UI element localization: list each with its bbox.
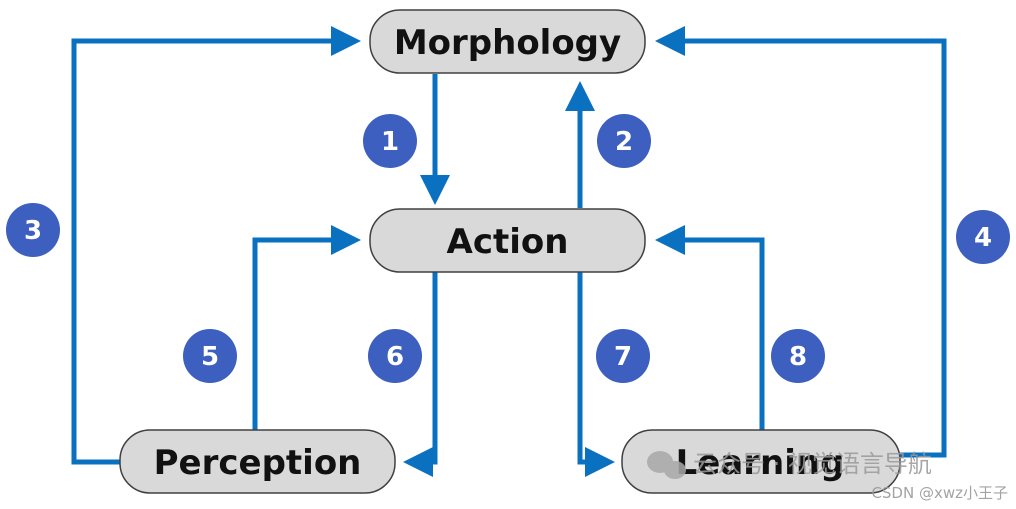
badge-1: 1 bbox=[363, 114, 417, 168]
badge-2: 2 bbox=[597, 114, 651, 168]
watermark: 云众号 · 视觉语言导航 CSDN @xwz小王子 bbox=[647, 450, 1008, 502]
badge-5-label: 5 bbox=[201, 342, 219, 372]
node-morphology: Morphology bbox=[369, 9, 646, 74]
badge-7-label: 7 bbox=[614, 342, 632, 372]
node-learning: Learning bbox=[621, 429, 901, 494]
node-learning-label: Learning bbox=[676, 443, 845, 483]
badge-7: 7 bbox=[596, 329, 650, 383]
arrow-7-action-to-learning bbox=[577, 272, 615, 477]
node-action-label: Action bbox=[447, 222, 569, 262]
node-morphology-label: Morphology bbox=[394, 23, 621, 63]
badge-8-label: 8 bbox=[789, 342, 807, 372]
badge-3-label: 3 bbox=[24, 216, 42, 246]
badge-5: 5 bbox=[183, 329, 237, 383]
node-perception-label: Perception bbox=[154, 443, 362, 483]
arrow-4-learning-to-morphology bbox=[655, 26, 947, 458]
badge-4: 4 bbox=[956, 210, 1010, 264]
node-action: Action bbox=[369, 208, 646, 273]
arrow-5-perception-to-action bbox=[252, 225, 361, 430]
badge-8: 8 bbox=[771, 329, 825, 383]
arrow-8-learning-to-action bbox=[655, 225, 765, 430]
badge-1-label: 1 bbox=[381, 127, 399, 157]
arrow-3-perception-to-morphology bbox=[71, 26, 361, 465]
watermark-wechat-text: 云众号 · 视觉语言导航 bbox=[693, 450, 932, 478]
wechat-icon bbox=[647, 451, 686, 479]
badge-6-label: 6 bbox=[386, 342, 404, 372]
node-perception: Perception bbox=[119, 429, 396, 494]
arrow-6-action-to-perception bbox=[403, 272, 438, 477]
badge-6: 6 bbox=[368, 329, 422, 383]
watermark-csdn-text: CSDN @xwz小王子 bbox=[871, 484, 1008, 502]
badge-3: 3 bbox=[6, 203, 60, 257]
badge-2-label: 2 bbox=[615, 127, 633, 157]
badge-4-label: 4 bbox=[974, 223, 992, 253]
